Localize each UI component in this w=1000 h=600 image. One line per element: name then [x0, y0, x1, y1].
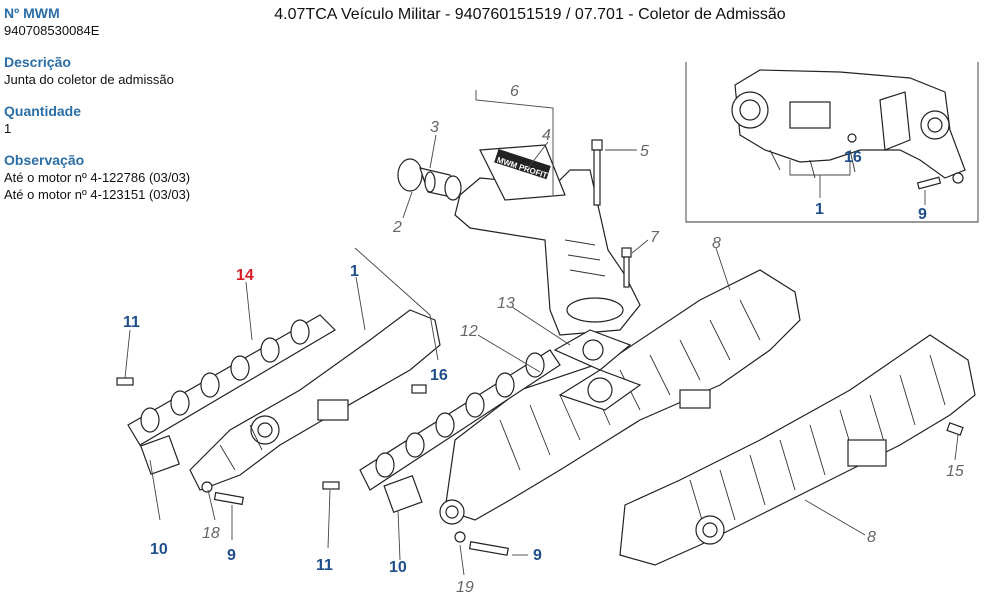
callout-9-center: 9 — [533, 547, 542, 564]
description-label: Descrição — [4, 54, 71, 70]
inset-view — [685, 62, 979, 223]
callout-19: 19 — [456, 579, 474, 596]
bolt-7 — [621, 239, 649, 288]
hose-assembly — [397, 158, 462, 201]
leader-lines — [124, 90, 959, 576]
callout-13: 13 — [497, 295, 515, 312]
observation-label: Observação — [4, 152, 85, 168]
observation-line-1: Até o motor nº 4-122786 (03/03) — [4, 170, 191, 185]
manifold-left — [189, 309, 441, 491]
mwm-number-value: 940708530084E — [4, 23, 100, 38]
callout-2: 2 — [392, 219, 402, 236]
callouts: 6 4 3 2 5 7 8 13 12 14 1 11 16 10 18 9 1… — [123, 83, 964, 596]
callout-11-left: 11 — [123, 314, 140, 331]
inset-callout-9: 9 — [918, 206, 927, 223]
callout-4: 4 — [542, 127, 551, 144]
callout-5: 5 — [640, 143, 649, 160]
brand-sticker — [494, 148, 551, 180]
callout-18: 18 — [202, 525, 220, 542]
callout-9-left: 9 — [227, 547, 236, 564]
callout-11-center: 11 — [316, 557, 333, 574]
callout-7: 7 — [650, 229, 660, 246]
callout-14: 14 — [236, 267, 254, 284]
flange-gaskets — [553, 329, 642, 411]
callout-10-left: 10 — [150, 541, 168, 558]
intake-gasket-12 — [359, 349, 561, 514]
intake-gasket-14 — [127, 314, 336, 475]
callout-1: 1 — [350, 263, 359, 280]
inset-callout-16: 16 — [844, 149, 862, 166]
part-info-panel: Nº MWM 940708530084E Descrição Junta do … — [4, 5, 244, 203]
manifold-lower — [619, 334, 976, 566]
small-fasteners — [116, 377, 964, 556]
callout-3: 3 — [430, 119, 439, 136]
observation-line-2: Até o motor nº 4-123151 (03/03) — [4, 187, 191, 202]
mwm-number-label: Nº MWM — [4, 5, 60, 21]
bolt-5 — [591, 139, 637, 206]
quantity-label: Quantidade — [4, 103, 82, 119]
inset-callout-1: 1 — [815, 201, 824, 218]
callout-16: 16 — [430, 367, 448, 384]
description-value: Junta do coletor de admissão — [4, 72, 174, 87]
quantity-value: 1 — [4, 121, 12, 136]
callout-8-upper: 8 — [712, 235, 721, 252]
intake-elbow: MWM PROFIT — [454, 144, 641, 336]
page-title: 4.07TCA Veículo Militar - 940760151519 /… — [274, 6, 786, 23]
callout-10-center: 10 — [389, 559, 407, 576]
callout-6: 6 — [510, 83, 519, 100]
callout-15: 15 — [946, 463, 964, 480]
callout-8-lower: 8 — [867, 529, 876, 546]
callout-12: 12 — [460, 323, 478, 340]
